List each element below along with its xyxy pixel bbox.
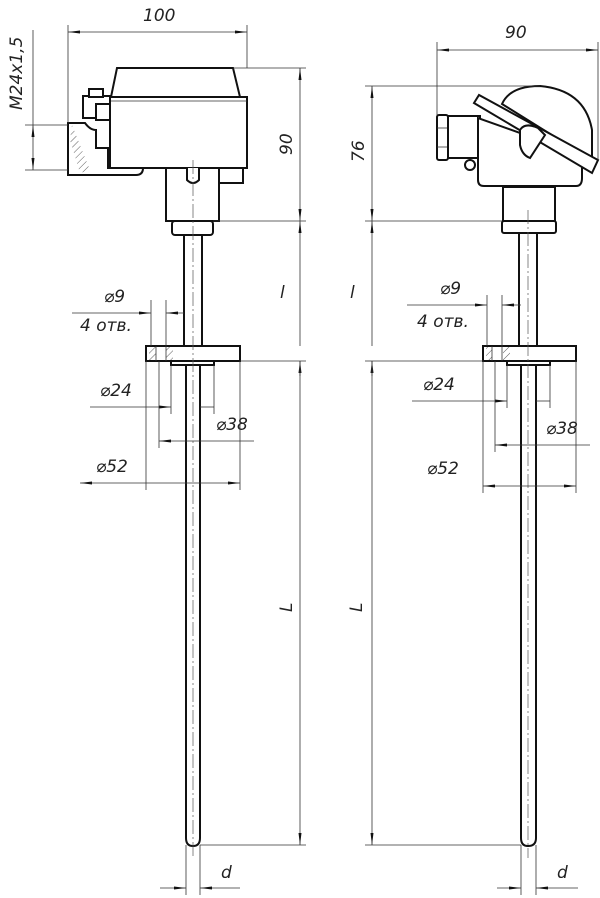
left-dia-52: ⌀52	[96, 457, 128, 477]
right-hole-dia: ⌀9	[440, 279, 461, 299]
left-insertion-l: l	[280, 283, 285, 303]
right-probe	[482, 210, 577, 858]
left-length-L: L	[277, 603, 297, 612]
right-hole-count: 4 отв.	[417, 312, 469, 332]
right-dia-24: ⌀24	[423, 375, 455, 395]
left-dia-38: ⌀38	[216, 415, 248, 435]
right-probe-dia: d	[557, 863, 568, 883]
left-hole-count: 4 отв.	[80, 316, 132, 336]
right-length-L: L	[347, 603, 367, 612]
left-view: 100 M24x1,5 90 l L ⌀9 4 отв.	[7, 6, 306, 895]
right-dia-38: ⌀38	[546, 419, 578, 439]
thread-dim: M24x1,5	[7, 37, 27, 110]
left-probe-dia: d	[221, 863, 232, 883]
left-probe	[145, 160, 241, 858]
right-view: 90 76 l L ⌀9 4 отв. ⌀24 ⌀38	[347, 23, 600, 895]
right-dimensions: 90 76 l L ⌀9 4 отв. ⌀24 ⌀38	[347, 23, 599, 895]
right-connection-head	[436, 84, 600, 234]
left-dia-24: ⌀24	[100, 381, 132, 401]
left-height-dim: 90	[277, 133, 297, 155]
left-connection-head	[67, 67, 248, 236]
right-insertion-l: l	[350, 283, 355, 303]
right-height-dim: 76	[349, 140, 369, 162]
right-dia-52: ⌀52	[427, 459, 459, 479]
right-width-dim: 90	[505, 23, 527, 43]
left-width-dim: 100	[143, 6, 175, 26]
left-hole-dia: ⌀9	[104, 287, 125, 307]
left-dimensions: 100 M24x1,5 90 l L ⌀9 4 отв.	[7, 6, 306, 895]
